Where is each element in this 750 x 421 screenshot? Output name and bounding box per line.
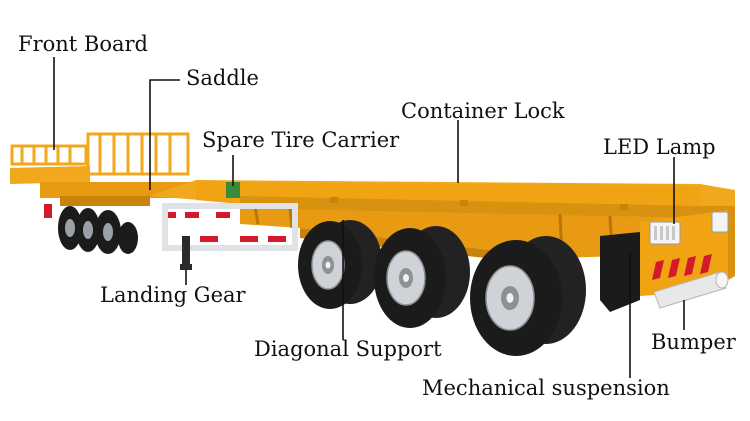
front-board-label: Front Board [18, 32, 148, 56]
landing-gear [180, 236, 192, 270]
diagonal-support-label: Diagonal Support [254, 337, 442, 361]
container-lock-label: Container Lock [401, 99, 565, 123]
rear-end [640, 206, 735, 309]
mechanical-suspension-label: Mechanical suspension [422, 376, 670, 400]
bumper-label: Bumper [651, 330, 736, 354]
far-trailer [10, 132, 200, 254]
led-lamp-label: LED Lamp [603, 135, 716, 159]
leader-lines [53, 57, 685, 378]
saddle-label: Saddle [186, 66, 259, 90]
spare-tire-carrier [162, 182, 298, 251]
spare-tire-carrier-label: Spare Tire Carrier [202, 128, 400, 152]
landing-gear-label: Landing Gear [100, 283, 246, 307]
